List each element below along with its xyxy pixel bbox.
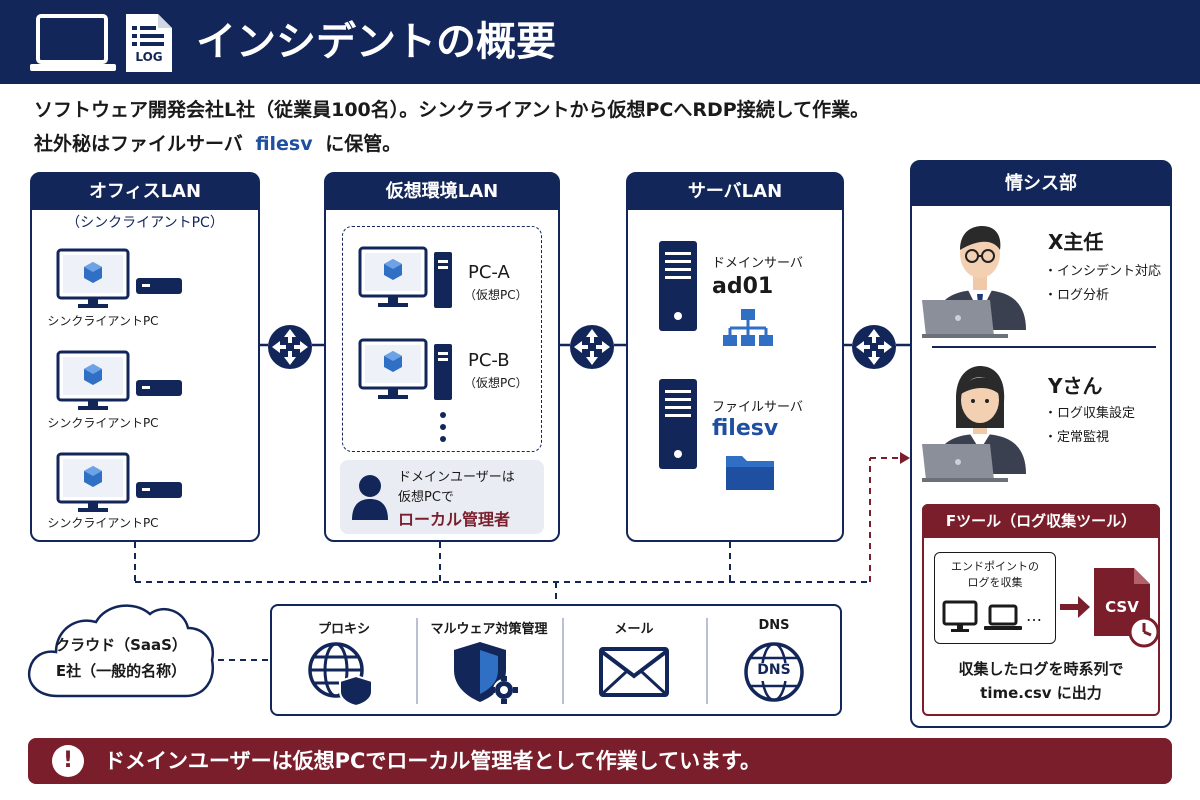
ftool-output-line2: time.csv に出力: [980, 684, 1102, 702]
alert-text: ドメインユーザーは仮想PCでローカル管理者として作業しています。: [104, 749, 762, 773]
thin-client-3-icon: [56, 452, 182, 512]
office-lan-title: オフィスLAN: [32, 174, 258, 210]
alert-icon-glyph: !: [62, 748, 74, 773]
virtual-lan-title: 仮想環境LAN: [326, 174, 558, 210]
service-dns-label: DNS: [758, 618, 790, 633]
staff-x-name: X主任: [1048, 230, 1104, 254]
pc-a-icon: [358, 246, 452, 308]
virtual-pc-group: [342, 226, 542, 452]
router-3-icon: [852, 325, 896, 369]
page-title: インシデントの概要: [196, 19, 556, 65]
staff-y-duty-1: ・ログ収集設定: [1044, 406, 1136, 421]
services-divider-3: [706, 618, 708, 704]
thin-client-2-label: シンクライアントPC: [47, 416, 159, 430]
domain-server-name: ad01: [712, 274, 774, 299]
local-admin-note-line1: ドメインユーザーは: [398, 470, 515, 485]
endpoint-line1: エンドポイントの: [951, 560, 1039, 573]
service-antimalware-label: マルウェア対策管理: [430, 622, 548, 637]
cloud-line2: E社（一般的名称）: [55, 662, 187, 680]
ftool-output-line1: 収集したログを時系列で: [958, 660, 1124, 678]
local-admin-note: [340, 460, 544, 534]
endpoint-box: [934, 552, 1056, 644]
domain-server-label: ドメインサーバ: [712, 256, 803, 271]
intro-line-1: ソフトウェア開発会社L社（従業員100名）。シンクライアントから仮想PCへRDP…: [34, 99, 870, 121]
staff-y-duty-2: ・定常監視: [1044, 430, 1110, 445]
file-server-name: filesv: [712, 416, 779, 441]
services-divider-2: [562, 618, 564, 704]
mail-envelope-icon: [599, 647, 669, 697]
alert-icon: [52, 745, 84, 777]
endpoint-line2: ログを収集: [967, 576, 1023, 589]
network-hierarchy-icon: [723, 309, 773, 346]
staff-y-avatar-icon: [922, 366, 1026, 482]
laptop-icon: [30, 14, 116, 71]
endpoint-devices-icon: [942, 600, 1022, 632]
pc-b-icon: [358, 338, 452, 400]
server-lan-title: サーバLAN: [628, 174, 842, 210]
csv-file-icon: [1094, 568, 1160, 648]
thin-client-1-label: シンクライアントPC: [47, 314, 159, 328]
pc-b-sub: （仮想PC）: [464, 376, 528, 390]
office-lan-subtitle: （シンクライアントPC）: [66, 215, 224, 231]
folder-icon: [726, 456, 774, 490]
csv-label: CSV: [1105, 598, 1139, 616]
file-server-icon: [659, 379, 697, 469]
pc-b-name: PC-B: [468, 350, 510, 371]
it-dept-title: 情シス部: [912, 162, 1170, 206]
router-2-icon: [570, 325, 614, 369]
services-divider-1: [416, 618, 418, 704]
staff-x-duty-2: ・ログ分析: [1044, 288, 1110, 303]
globe-shield-icon: [308, 642, 373, 706]
endpoint-ellipsis: …: [1026, 606, 1042, 625]
pc-a-name: PC-A: [468, 262, 510, 283]
local-admin-note-line3: ローカル管理者: [398, 510, 511, 529]
domain-server-icon: [659, 241, 697, 331]
staff-x-avatar-icon: [922, 226, 1026, 338]
cloud-line1: クラウド（SaaS）: [55, 636, 187, 654]
header-icons: [30, 14, 172, 72]
intro-line-2: 社外秘はファイルサーバ filesv に保管。: [34, 133, 402, 155]
file-server-label: ファイルサーバ: [712, 400, 803, 415]
cloud-shape: [27, 604, 215, 698]
arrow-right-icon: [1060, 596, 1090, 618]
user-icon: [352, 475, 388, 520]
shield-gear-icon: [454, 642, 518, 704]
ftool-title: Fツール（ログ収集ツール）: [945, 512, 1137, 530]
dns-icon-text: DNS: [757, 662, 791, 678]
ftool-header: [922, 504, 1160, 538]
intro-server-name: filesv: [255, 133, 313, 155]
log-label: LOG: [135, 50, 163, 64]
service-mail-label: メール: [614, 622, 654, 637]
thin-client-2-icon: [56, 350, 182, 410]
dns-globe-icon: [744, 642, 804, 702]
more-pcs-dots-icon: [440, 412, 446, 442]
log-document-icon: [126, 14, 172, 72]
router-1-icon: [268, 325, 312, 369]
alert-bar: [28, 738, 1172, 784]
server-lan-zone: サーバLAN: [626, 172, 844, 542]
thin-client-3-label: シンクライアントPC: [47, 516, 159, 530]
thin-client-1-icon: [56, 248, 182, 308]
local-admin-note-line2: 仮想PCで: [398, 490, 454, 505]
pc-a-sub: （仮想PC）: [464, 288, 528, 302]
staff-y-name: Yさん: [1048, 374, 1103, 398]
header-bar: [0, 0, 1200, 84]
service-proxy-label: プロキシ: [317, 622, 370, 637]
staff-x-duty-1: ・インシデント対応: [1044, 264, 1162, 279]
staff-divider: [932, 346, 1156, 348]
